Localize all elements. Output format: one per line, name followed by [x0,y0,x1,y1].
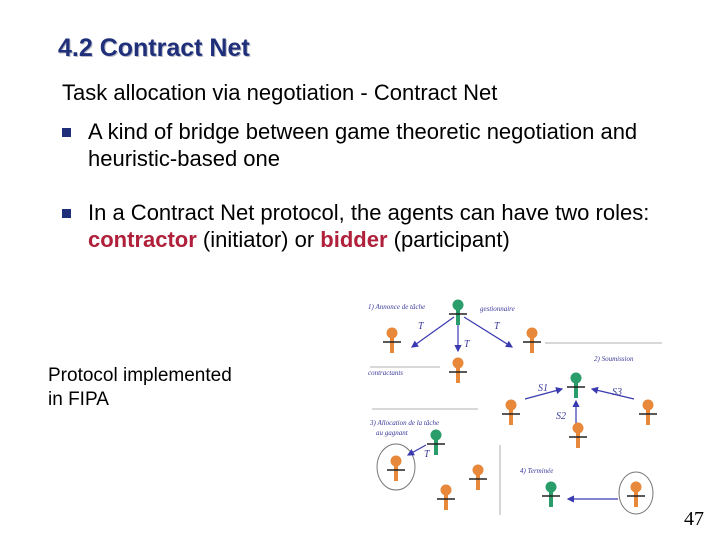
contractor-agent-icon [468,463,488,491]
task-message-label: T [464,339,471,350]
contractor-agent-icon [638,398,658,426]
task-message-label: T [418,321,425,332]
square-bullet-icon [62,128,71,137]
step3-label: au gagnant [376,429,409,437]
winner-highlight [376,443,416,491]
step3-label: 3) Allocation de la tâche [369,419,439,427]
contractor-agent-icon [382,326,402,354]
slide-title: 4.2 Contract Net [58,34,250,62]
contractor-agent-icon [448,356,468,384]
bullet-item: In a Contract Net protocol, the agents c… [62,199,702,253]
task-announce-arrow [411,316,455,348]
fipa-note-line: in FIPA [48,389,109,410]
winner-highlight [618,471,654,515]
task-message-label: T [424,449,431,460]
bid-message-label: S1 [538,383,548,394]
contractor-agent-icon [386,454,406,482]
intro-text: Task allocation via negotiation - Contra… [62,80,498,105]
bullet-item: A kind of bridge between game theoretic … [62,118,702,172]
task-announce-arrow [463,316,514,348]
contractor-agent-icon [501,398,521,426]
contractor-agent-icon [568,421,588,449]
manager-label: gestionnaire [480,305,515,313]
fipa-note-line: Protocol implemented [48,365,232,386]
square-bullet-icon [62,209,71,218]
bid-message-label: S2 [556,411,566,422]
manager-agent-icon [448,298,468,326]
bullet-text-middle: (initiator) or [196,227,321,252]
bullet-text-start: In a Contract Net protocol, the agents c… [88,200,650,225]
bullet-text: A kind of bridge between game theoretic … [88,119,638,171]
contractors-label: contractants [368,369,403,377]
bullet-text: In a Contract Net protocol, the agents c… [88,199,702,253]
manager-agent-icon [426,428,446,456]
task-message-label: T [494,321,501,332]
manager-agent-icon [566,371,586,399]
step2-label: 2) Soumission [594,355,634,363]
contractor-agent-icon [522,326,542,354]
contractor-term: contractor [88,227,197,252]
step4-label: 4) Terminée [520,467,553,475]
step1-label: 1) Annonce de tâche [368,303,425,311]
award-arrow [406,444,427,456]
fipa-note: Protocol implemented in FIPA [48,364,232,412]
bid-message-label: S3 [612,387,622,398]
bid-arrow [590,386,635,400]
bid-arrow [524,387,564,400]
bidder-term: bidder [320,227,388,252]
contract-net-diagram: 1) Annonce de tâche gestionnaire T T T c… [368,298,662,515]
contractor-agent-icon [436,483,456,511]
bullet-text-end: (participant) [387,227,510,252]
page-number: 47 [684,508,704,530]
contractor-agent-icon [626,480,646,508]
manager-agent-icon [541,480,561,508]
